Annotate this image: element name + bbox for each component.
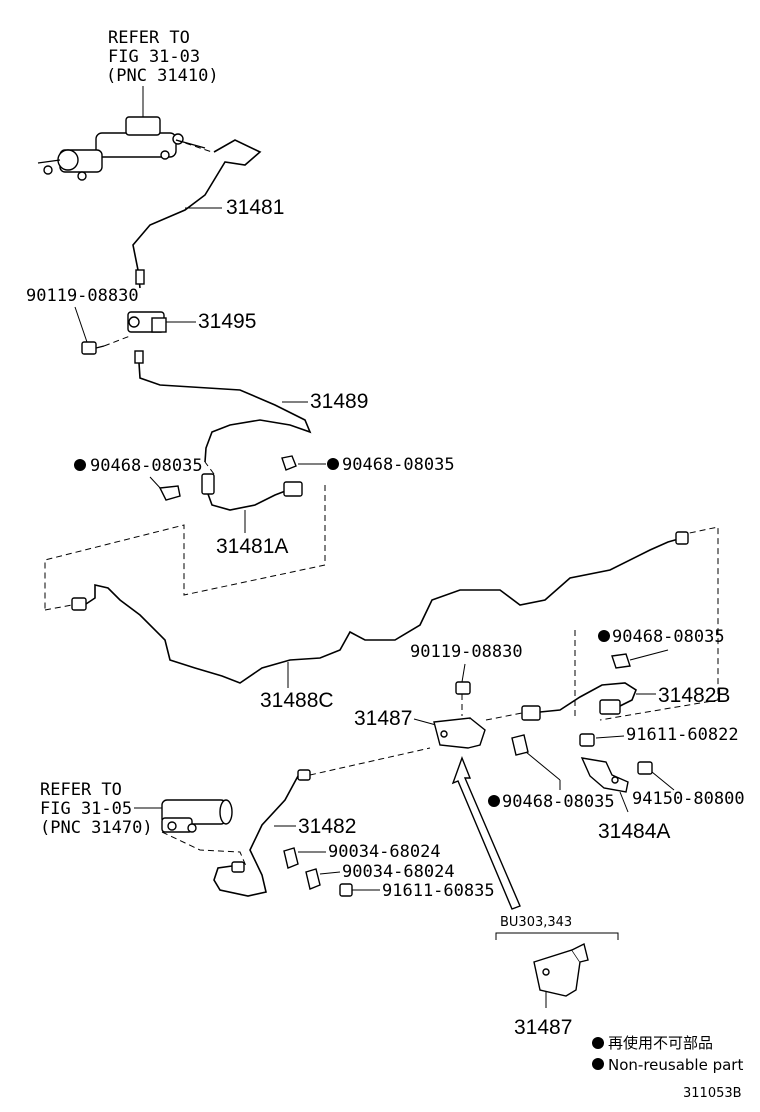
nonreusable-dot-b [327, 458, 339, 470]
pipe-31482-nut-bottom [231, 861, 245, 873]
leader-90468-c [629, 649, 669, 661]
label-90034-a: 90034-68024 [328, 842, 441, 862]
master-cylinder [37, 116, 206, 181]
pipe-31488c-nut-right [675, 531, 689, 545]
pipe-31482-nut-top [297, 769, 311, 781]
clip-90468-b [281, 455, 297, 471]
hose-31482b-end-right [599, 699, 621, 715]
pipe-31482 [213, 775, 299, 897]
label-31487-main: 31487 [354, 707, 412, 730]
legend-dot-jp [592, 1037, 604, 1049]
refer-bottom-label: REFER TO FIG 31-05 (PNC 31470) [40, 780, 153, 838]
clip-90468-c [611, 653, 631, 669]
label-90034-b: 90034-68024 [342, 862, 455, 882]
nonreusable-dot-d [488, 795, 500, 807]
bolt-dash-top [103, 335, 131, 347]
leader-90034-b [319, 871, 341, 875]
hose-31482b-end-left [521, 705, 541, 721]
label-90468-a: 90468-08035 [90, 456, 203, 476]
bracket-31487 [433, 717, 486, 749]
label-31489: 31489 [310, 390, 368, 413]
inset-bracket-line [495, 932, 619, 940]
label-31495: 31495 [198, 310, 256, 333]
refer-top-line3: (PNC 31410) [106, 66, 219, 86]
slave-dash [161, 831, 247, 867]
label-94150: 94150-80800 [632, 789, 745, 809]
refer-bottom-line1: REFER TO [40, 780, 122, 800]
label-31484a: 31484A [598, 820, 670, 843]
hose-31481a [207, 489, 289, 511]
slave-cylinder [161, 799, 233, 833]
legend-dot-en [592, 1058, 604, 1070]
arrow-to-inset [451, 756, 521, 910]
label-90468-d: 90468-08035 [502, 792, 615, 812]
mc-dash [175, 139, 213, 153]
pipe-31488c-nut-left [71, 597, 87, 611]
leader-31487-main [413, 718, 437, 726]
leader-91611-60822 [595, 735, 625, 739]
bolt-91611-60822 [579, 733, 595, 747]
pipe-31481-nut [135, 269, 145, 285]
refer-top-line2: FIG 31-03 [108, 47, 200, 67]
label-90119-top: 90119-08830 [26, 286, 139, 306]
frame-dash-right [599, 526, 719, 721]
hose-31482b [539, 682, 637, 713]
clip-90468-d [511, 734, 529, 756]
bracket-31487-inset [533, 942, 589, 997]
refer-top-label: REFER TO FIG 31-03 (PNC 31410) [106, 28, 219, 86]
label-31482b: 31482B [658, 684, 730, 707]
legend-text-en: Non-reusable part [608, 1056, 743, 1074]
label-91611-60822: 91611-60822 [626, 725, 739, 745]
legend-text-jp: 再使用不可部品 [608, 1034, 713, 1052]
refer-bottom-line3: (PNC 31470) [40, 818, 153, 838]
leader-90119-mid [461, 663, 466, 683]
pipe-31482-dash [309, 747, 431, 776]
hose-31482b-dash [485, 712, 523, 721]
nonreusable-dot-c [598, 630, 610, 642]
leader-90119-top [74, 306, 89, 346]
label-90468-b: 90468-08035 [342, 455, 455, 475]
label-31481: 31481 [226, 196, 284, 219]
pipe-31481 [132, 139, 262, 289]
hose-31481a-end-left [201, 473, 215, 495]
clip-90468-a [158, 485, 181, 501]
label-90119-mid: 90119-08830 [410, 642, 523, 662]
hose-dash [204, 461, 215, 475]
bolt-90119-mid [455, 681, 471, 695]
leader-31484a [619, 791, 629, 813]
frame-dash-left [44, 604, 73, 611]
label-90468-c: 90468-08035 [612, 627, 725, 647]
pipe-31488c [85, 537, 683, 684]
refer-top-line1: REFER TO [108, 28, 190, 48]
pipe-31489 [138, 362, 312, 463]
clamp-90034-a [283, 847, 299, 869]
leader-90468-d [525, 751, 561, 781]
figure-id: 311053B [683, 1086, 742, 1101]
nonreusable-dot-a [74, 459, 86, 471]
frame-dash-upper [44, 485, 326, 610]
hose-31481a-end-right [283, 481, 303, 497]
leader-94150 [651, 771, 675, 791]
label-31481a: 31481A [216, 535, 288, 558]
bracket-31484a [580, 757, 629, 793]
label-bu-ref: BU303,343 [500, 915, 572, 930]
nut-94150 [637, 761, 653, 775]
label-31482: 31482 [298, 815, 356, 838]
label-31488c: 31488C [260, 689, 334, 712]
union-31495 [127, 311, 167, 333]
label-91611-60835: 91611-60835 [382, 881, 495, 901]
bolt-91611-60835 [339, 883, 353, 897]
pipe-31489-nut [134, 350, 144, 364]
refer-bottom-line2: FIG 31-05 [40, 799, 132, 819]
label-31487-inset: 31487 [514, 1016, 572, 1039]
clamp-90034-b [305, 868, 321, 890]
bolt-90119-top [81, 341, 105, 355]
